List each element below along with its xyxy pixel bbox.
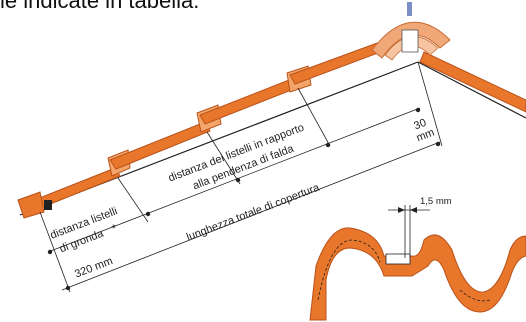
tile-right-slope <box>419 51 526 113</box>
detail-gap-arrow-right <box>410 207 417 213</box>
dim-tick-5 <box>415 107 421 113</box>
dim-line-outer <box>61 141 441 291</box>
ridge-tile-outer <box>371 21 451 59</box>
dimension-lines <box>39 61 443 293</box>
dim-extension-3 <box>117 177 149 223</box>
tile-3 <box>199 77 300 125</box>
dim-extension-1 <box>39 211 71 293</box>
dim-extension-5 <box>297 87 331 147</box>
detail-interlock <box>385 253 411 265</box>
ridge-tile-inner <box>384 36 439 61</box>
detail-tile-profile <box>309 227 526 321</box>
roof-rafter-right <box>417 61 526 119</box>
caption-text: le indicate in tabella. <box>0 0 200 13</box>
dim-tick-6 <box>65 285 71 291</box>
gutter-value-group: 320 mm <box>73 255 114 280</box>
gutter-value-label: 320 mm <box>73 255 114 280</box>
ridge-batten <box>401 29 419 53</box>
dim-tick-7 <box>435 141 441 147</box>
gutter-label-group: distanza listelli di gronda * <box>49 205 120 255</box>
dim-tick-1 <box>47 249 53 255</box>
ridge-gap-group: 30 mm <box>412 117 436 145</box>
eave-tile-end <box>17 191 45 219</box>
dim-extension-2 <box>417 61 443 147</box>
gutter-asterisk: * <box>110 222 119 235</box>
ridge-cap <box>371 2 451 61</box>
dim-line-inner <box>47 107 421 253</box>
dim-tick-4 <box>325 142 331 148</box>
ridge-clip <box>407 2 412 16</box>
detail-gap-label: 1,5 mm <box>420 196 452 207</box>
dim-tick-3 <box>235 177 241 183</box>
tile-2 <box>109 121 211 170</box>
roof-tiles <box>17 41 526 219</box>
tile-4 <box>289 41 387 85</box>
detail-gap-arrow-left <box>398 207 405 213</box>
dim-tick-2 <box>145 211 151 217</box>
dim-extension-4 <box>206 131 241 185</box>
eave-batten <box>44 200 52 210</box>
ridge-gap-value: 30 <box>412 117 428 133</box>
detail-dashed-outline <box>317 239 491 302</box>
detail-inset: 1,5 mm <box>309 196 526 321</box>
